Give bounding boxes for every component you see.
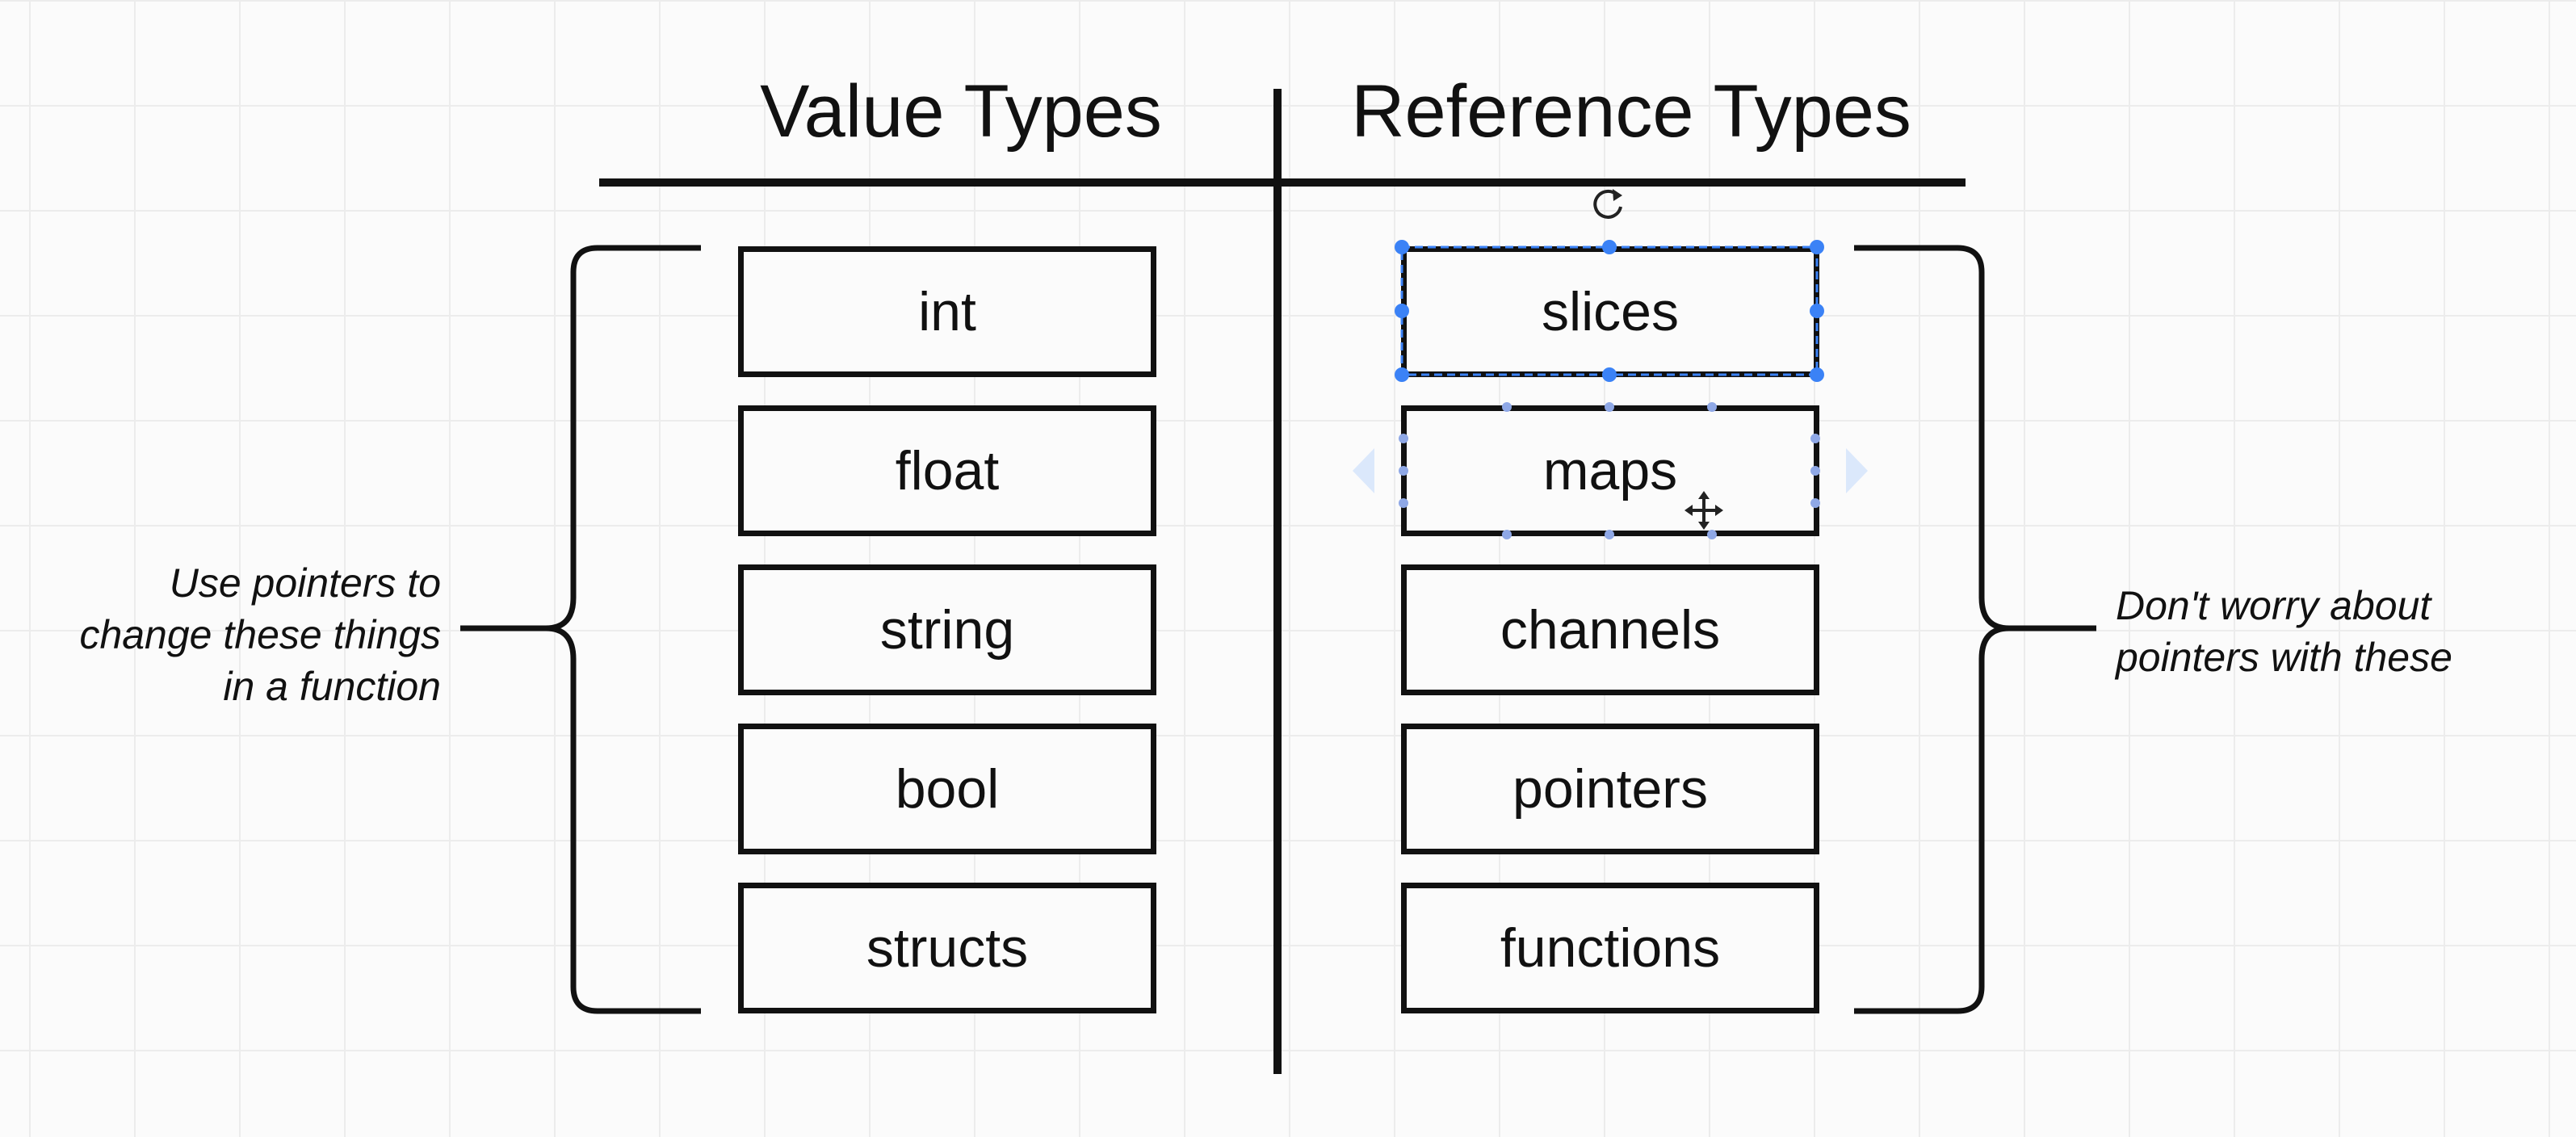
resize-handle-bottom-left[interactable] xyxy=(1395,367,1409,382)
hover-connection-points[interactable] xyxy=(1399,402,1820,539)
value-type-box-bool[interactable]: bool xyxy=(738,724,1156,854)
connection-point[interactable] xyxy=(1605,530,1614,539)
connection-point[interactable] xyxy=(1810,466,1820,476)
box-label: bool xyxy=(895,758,1000,820)
connection-point[interactable] xyxy=(1605,402,1614,412)
box-label: structs xyxy=(866,917,1029,979)
note-line: in a function xyxy=(223,664,441,709)
box-label: channels xyxy=(1500,599,1721,661)
box-label: int xyxy=(918,281,976,342)
connect-arrow-left-icon[interactable] xyxy=(1353,448,1374,493)
connection-point[interactable] xyxy=(1399,466,1408,476)
rotate-icon[interactable] xyxy=(1593,189,1622,219)
value-types-heading: Value Types xyxy=(760,70,1162,153)
connection-point[interactable] xyxy=(1502,530,1512,539)
connection-point[interactable] xyxy=(1810,498,1820,508)
connection-point[interactable] xyxy=(1707,530,1717,539)
table-horizontal-divider[interactable] xyxy=(599,178,1966,187)
box-label: pointers xyxy=(1512,758,1708,820)
resize-handle-left[interactable] xyxy=(1395,304,1409,318)
note-line: Don't worry about xyxy=(2116,583,2431,628)
reference-type-box-channels[interactable]: channels xyxy=(1401,564,1819,695)
value-type-box-float[interactable]: float xyxy=(738,405,1156,536)
box-label: functions xyxy=(1500,917,1721,979)
note-line: change these things xyxy=(79,612,441,657)
reference-types-heading: Reference Types xyxy=(1351,70,1911,153)
resize-handle-top-left[interactable] xyxy=(1395,240,1409,254)
value-type-box-int[interactable]: int xyxy=(738,246,1156,377)
connection-point[interactable] xyxy=(1707,402,1717,412)
resize-handle-top-right[interactable] xyxy=(1810,240,1824,254)
resize-handle-top[interactable] xyxy=(1602,240,1617,254)
resize-handle-bottom[interactable] xyxy=(1602,367,1617,382)
note-line: Use pointers to xyxy=(169,560,441,606)
value-types-note[interactable]: Use pointers to change these things in a… xyxy=(79,557,441,712)
right-curly-brace[interactable] xyxy=(1854,245,2010,1014)
value-type-box-structs[interactable]: structs xyxy=(738,883,1156,1013)
note-line: pointers with these xyxy=(2116,635,2452,680)
connection-point[interactable] xyxy=(1399,434,1408,443)
connection-point[interactable] xyxy=(1810,434,1820,443)
table-vertical-divider[interactable] xyxy=(1273,89,1282,1074)
box-label: slices xyxy=(1541,281,1680,342)
selection-handles[interactable] xyxy=(1395,240,1824,382)
box-label: string xyxy=(879,599,1015,661)
box-label: maps xyxy=(1542,440,1678,501)
box-label: float xyxy=(895,440,1000,501)
value-type-box-string[interactable]: string xyxy=(738,564,1156,695)
reference-type-box-functions[interactable]: functions xyxy=(1401,883,1819,1013)
move-cursor-icon xyxy=(1684,491,1723,530)
connection-point[interactable] xyxy=(1399,498,1408,508)
resize-handle-right[interactable] xyxy=(1810,304,1824,318)
reference-types-note[interactable]: Don't worry about pointers with these xyxy=(2116,580,2452,683)
connection-point[interactable] xyxy=(1502,402,1512,412)
resize-handle-bottom-right[interactable] xyxy=(1810,367,1824,382)
left-curly-brace[interactable] xyxy=(545,245,701,1014)
reference-type-box-pointers[interactable]: pointers xyxy=(1401,724,1819,854)
selection-frame xyxy=(1400,245,1819,376)
connect-arrow-right-icon[interactable] xyxy=(1846,448,1868,493)
